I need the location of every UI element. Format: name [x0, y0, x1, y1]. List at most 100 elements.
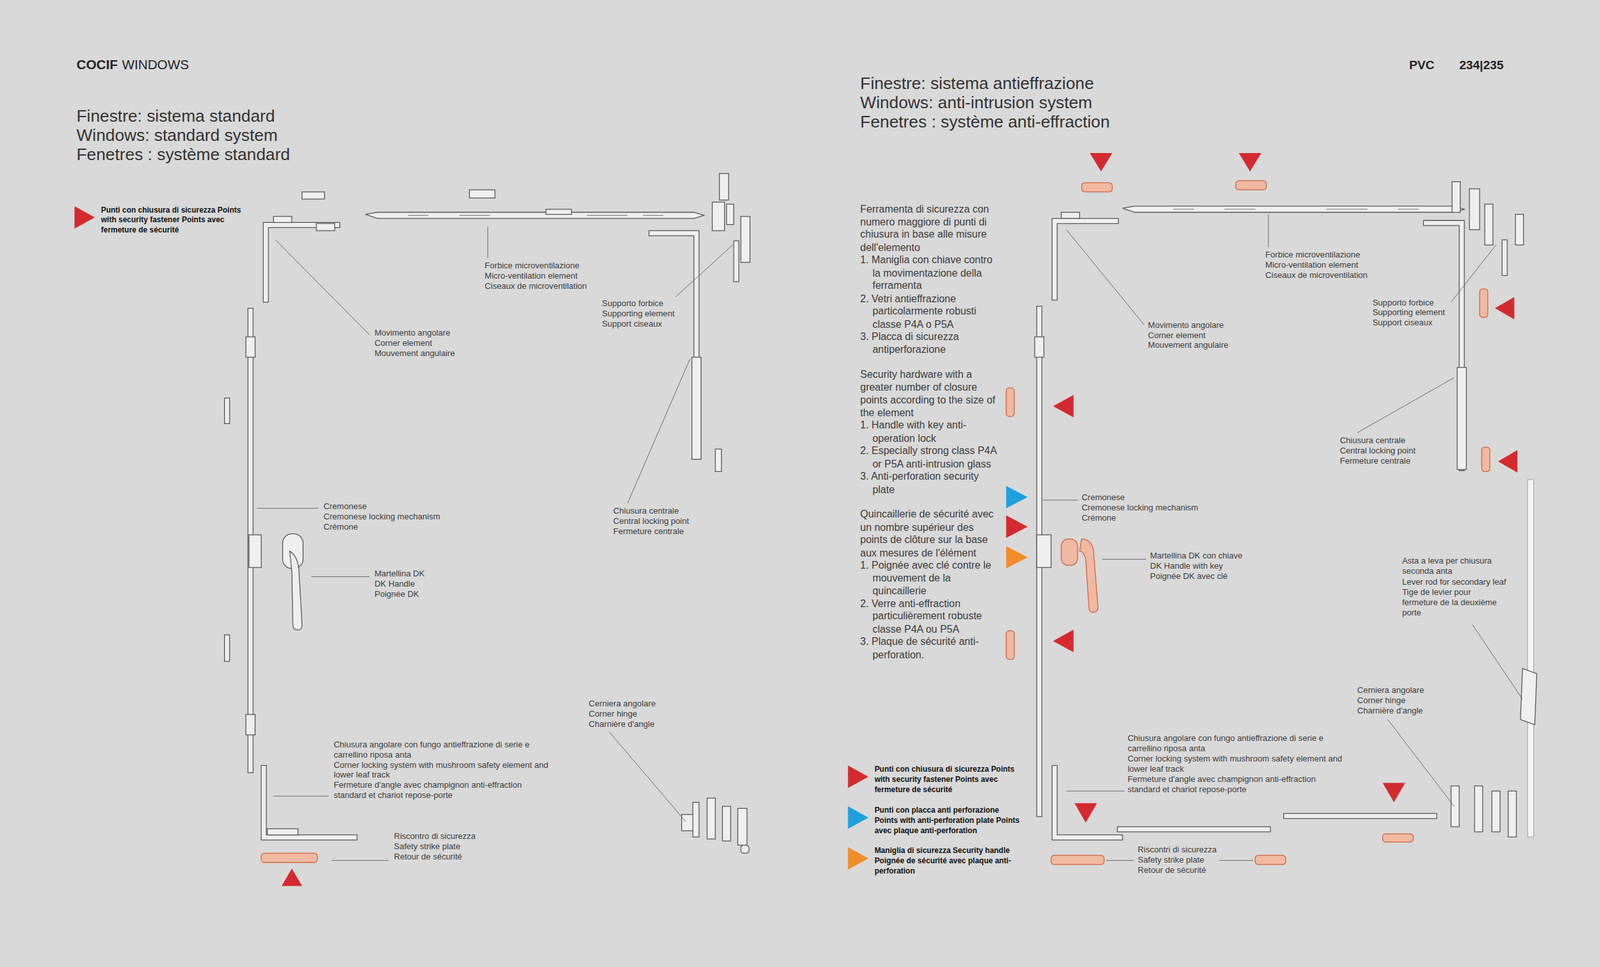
anti-intrusion-hardware: [1089, 153, 1113, 172]
description-text: Security hardware with a greater number …: [860, 368, 1002, 420]
description-text: 1. Maniglia con chiave contro la movimen…: [860, 254, 1002, 293]
description-column: Ferramenta di sicurezza con numero maggi…: [860, 202, 1002, 662]
anti-intrusion-hardware: [1081, 182, 1113, 192]
leader-line: [1101, 558, 1147, 560]
standard-hardware: [316, 223, 335, 231]
callout-label: Cremonese: [1081, 492, 1125, 504]
leader-line: [675, 245, 733, 298]
standard-hardware: [719, 173, 729, 200]
standard-hardware: [681, 814, 695, 832]
standard-hardware: [692, 357, 702, 460]
leader-line: [331, 859, 389, 861]
anti-intrusion-hardware: [1079, 539, 1099, 613]
anti-intrusion-hardware: [1479, 288, 1488, 318]
callout-label: Safety strike plate: [393, 841, 461, 853]
panel-title: Finestre: sistema antieffrazione: [860, 73, 1095, 93]
legend-swatch: [847, 764, 870, 789]
description-text: 3. Placca di sicurezza antiperforazione: [860, 330, 1002, 356]
callout-label: Fermeture centrale: [1340, 455, 1411, 467]
standard-hardware: [408, 215, 664, 216]
description-text: 3. Plaque de sécurité anti-perforation.: [860, 635, 1002, 662]
callout-label: Central locking point: [1340, 445, 1416, 456]
leader-line: [1472, 624, 1523, 699]
callout-label: Corner locking system with mushroom safe…: [1127, 754, 1344, 775]
leader-line: [275, 240, 370, 335]
legend-swatch: [73, 204, 97, 230]
standard-hardware: [740, 845, 750, 854]
anti-intrusion-hardware: [1498, 450, 1518, 473]
callout-label: Charnière d'angle: [1357, 706, 1424, 717]
standard-hardware: [726, 204, 734, 225]
callout-label: Chiusura centrale: [613, 506, 679, 517]
callout-label: Martellina DK con chiave: [1149, 551, 1243, 562]
callout-label: Riscontro di sicurezza: [393, 831, 476, 842]
anti-intrusion-hardware: [1238, 153, 1262, 172]
brand-name: WINDOWS: [121, 56, 189, 73]
description-text: 2. Verre anti-effraction particulièremen…: [860, 597, 1002, 636]
callout-label: Supporting element: [601, 309, 675, 320]
standard-hardware: [281, 868, 303, 886]
anti-intrusion-hardware: [1005, 153, 1537, 865]
triangle-marker: [74, 206, 95, 229]
standard-hardware: [249, 534, 262, 568]
description-text: Ferramenta di sicurezza con numero maggi…: [860, 202, 1002, 255]
standard-hardware: [290, 551, 303, 631]
anti-intrusion-hardware: [1117, 826, 1271, 832]
callout-label: Micro-ventilation element: [1265, 259, 1358, 271]
anti-intrusion-hardware: [1053, 395, 1074, 418]
leader-line: [627, 359, 690, 504]
legend-swatch: [847, 805, 870, 830]
callout-label: Retour de sécurité: [1137, 865, 1207, 876]
leader-line: [608, 731, 686, 822]
callout-label: Supporto forbice: [1372, 297, 1435, 308]
anti-intrusion-hardware: [1502, 240, 1508, 276]
leader-line: [1268, 214, 1269, 248]
leader-line: [257, 507, 319, 509]
legend-item: Punti con chiusura di sicurezza Points w…: [847, 764, 1024, 796]
anti-intrusion-hardware: [1005, 515, 1027, 538]
callout-label: Lever rod for secondary leaf: [1402, 577, 1506, 588]
description-text: 2. Especially strong class P4A or P5A an…: [860, 444, 1002, 471]
anti-intrusion-hardware: [1051, 765, 1123, 840]
standard-hardware: [740, 216, 750, 263]
anti-intrusion-hardware: [1053, 629, 1074, 652]
anti-intrusion-hardware: [1491, 790, 1501, 832]
standard-hardware: [245, 714, 255, 736]
callout-label: Ciseaux de microventilation: [484, 281, 588, 292]
leader-line: [1219, 859, 1254, 861]
leader-line: [1042, 499, 1078, 501]
legend-text: Punti con chiusura di sicurezza Points w…: [101, 204, 251, 236]
callout-label: Asta a leva per chiusura seconda anta: [1402, 556, 1494, 577]
leader-line: [1388, 719, 1455, 807]
anti-intrusion-hardware: [1173, 208, 1419, 210]
callout-label: Support ciseaux: [1372, 318, 1433, 329]
anti-intrusion-hardware: [1061, 212, 1081, 219]
anti-intrusion-hardware: [1005, 546, 1027, 569]
leader-line: [311, 576, 370, 577]
callout-label: Supporting element: [1372, 307, 1446, 319]
anti-intrusion-hardware: [1051, 218, 1119, 301]
standard-hardware: [733, 240, 739, 282]
callout-label: Fermeture d'angle avec champignon anti-e…: [1127, 774, 1344, 796]
callout-label: Cremonese: [323, 501, 367, 513]
legend-item: Maniglia di sicurezza Security handle Po…: [847, 845, 1024, 877]
callout-label: Cerniera angolare: [1357, 685, 1424, 696]
callout-label: Ciseaux de microventilation: [1265, 270, 1368, 281]
legend-text: Punti con placca anti perforazione Point…: [874, 805, 1024, 837]
panel-title: Windows: standard system: [76, 125, 278, 145]
anti-intrusion-hardware: [1452, 181, 1461, 213]
description-text: 1. Poignée avec clé contre le mouvement …: [860, 558, 1002, 598]
leader-line: [257, 226, 734, 861]
callout-label: Support ciseaux: [601, 319, 663, 330]
callout-label: Crémone: [1081, 513, 1116, 524]
callout-label: Chiusura centrale: [1340, 436, 1406, 447]
callout-label: Poignée DK avec clé: [1149, 571, 1228, 582]
legend-text: Maniglia di sicurezza Security handle Po…: [874, 845, 1024, 877]
anti-intrusion-hardware: [1034, 336, 1044, 358]
anti-intrusion-hardware: [1005, 485, 1027, 509]
anti-intrusion-hardware: [1474, 785, 1483, 832]
legend-text: Punti con chiusura di sicurezza Points w…: [874, 764, 1024, 796]
callout-label: Mouvement angulaire: [374, 348, 456, 360]
callout-label: Retour de sécurité: [393, 852, 463, 863]
standard-hardware: [273, 216, 292, 223]
